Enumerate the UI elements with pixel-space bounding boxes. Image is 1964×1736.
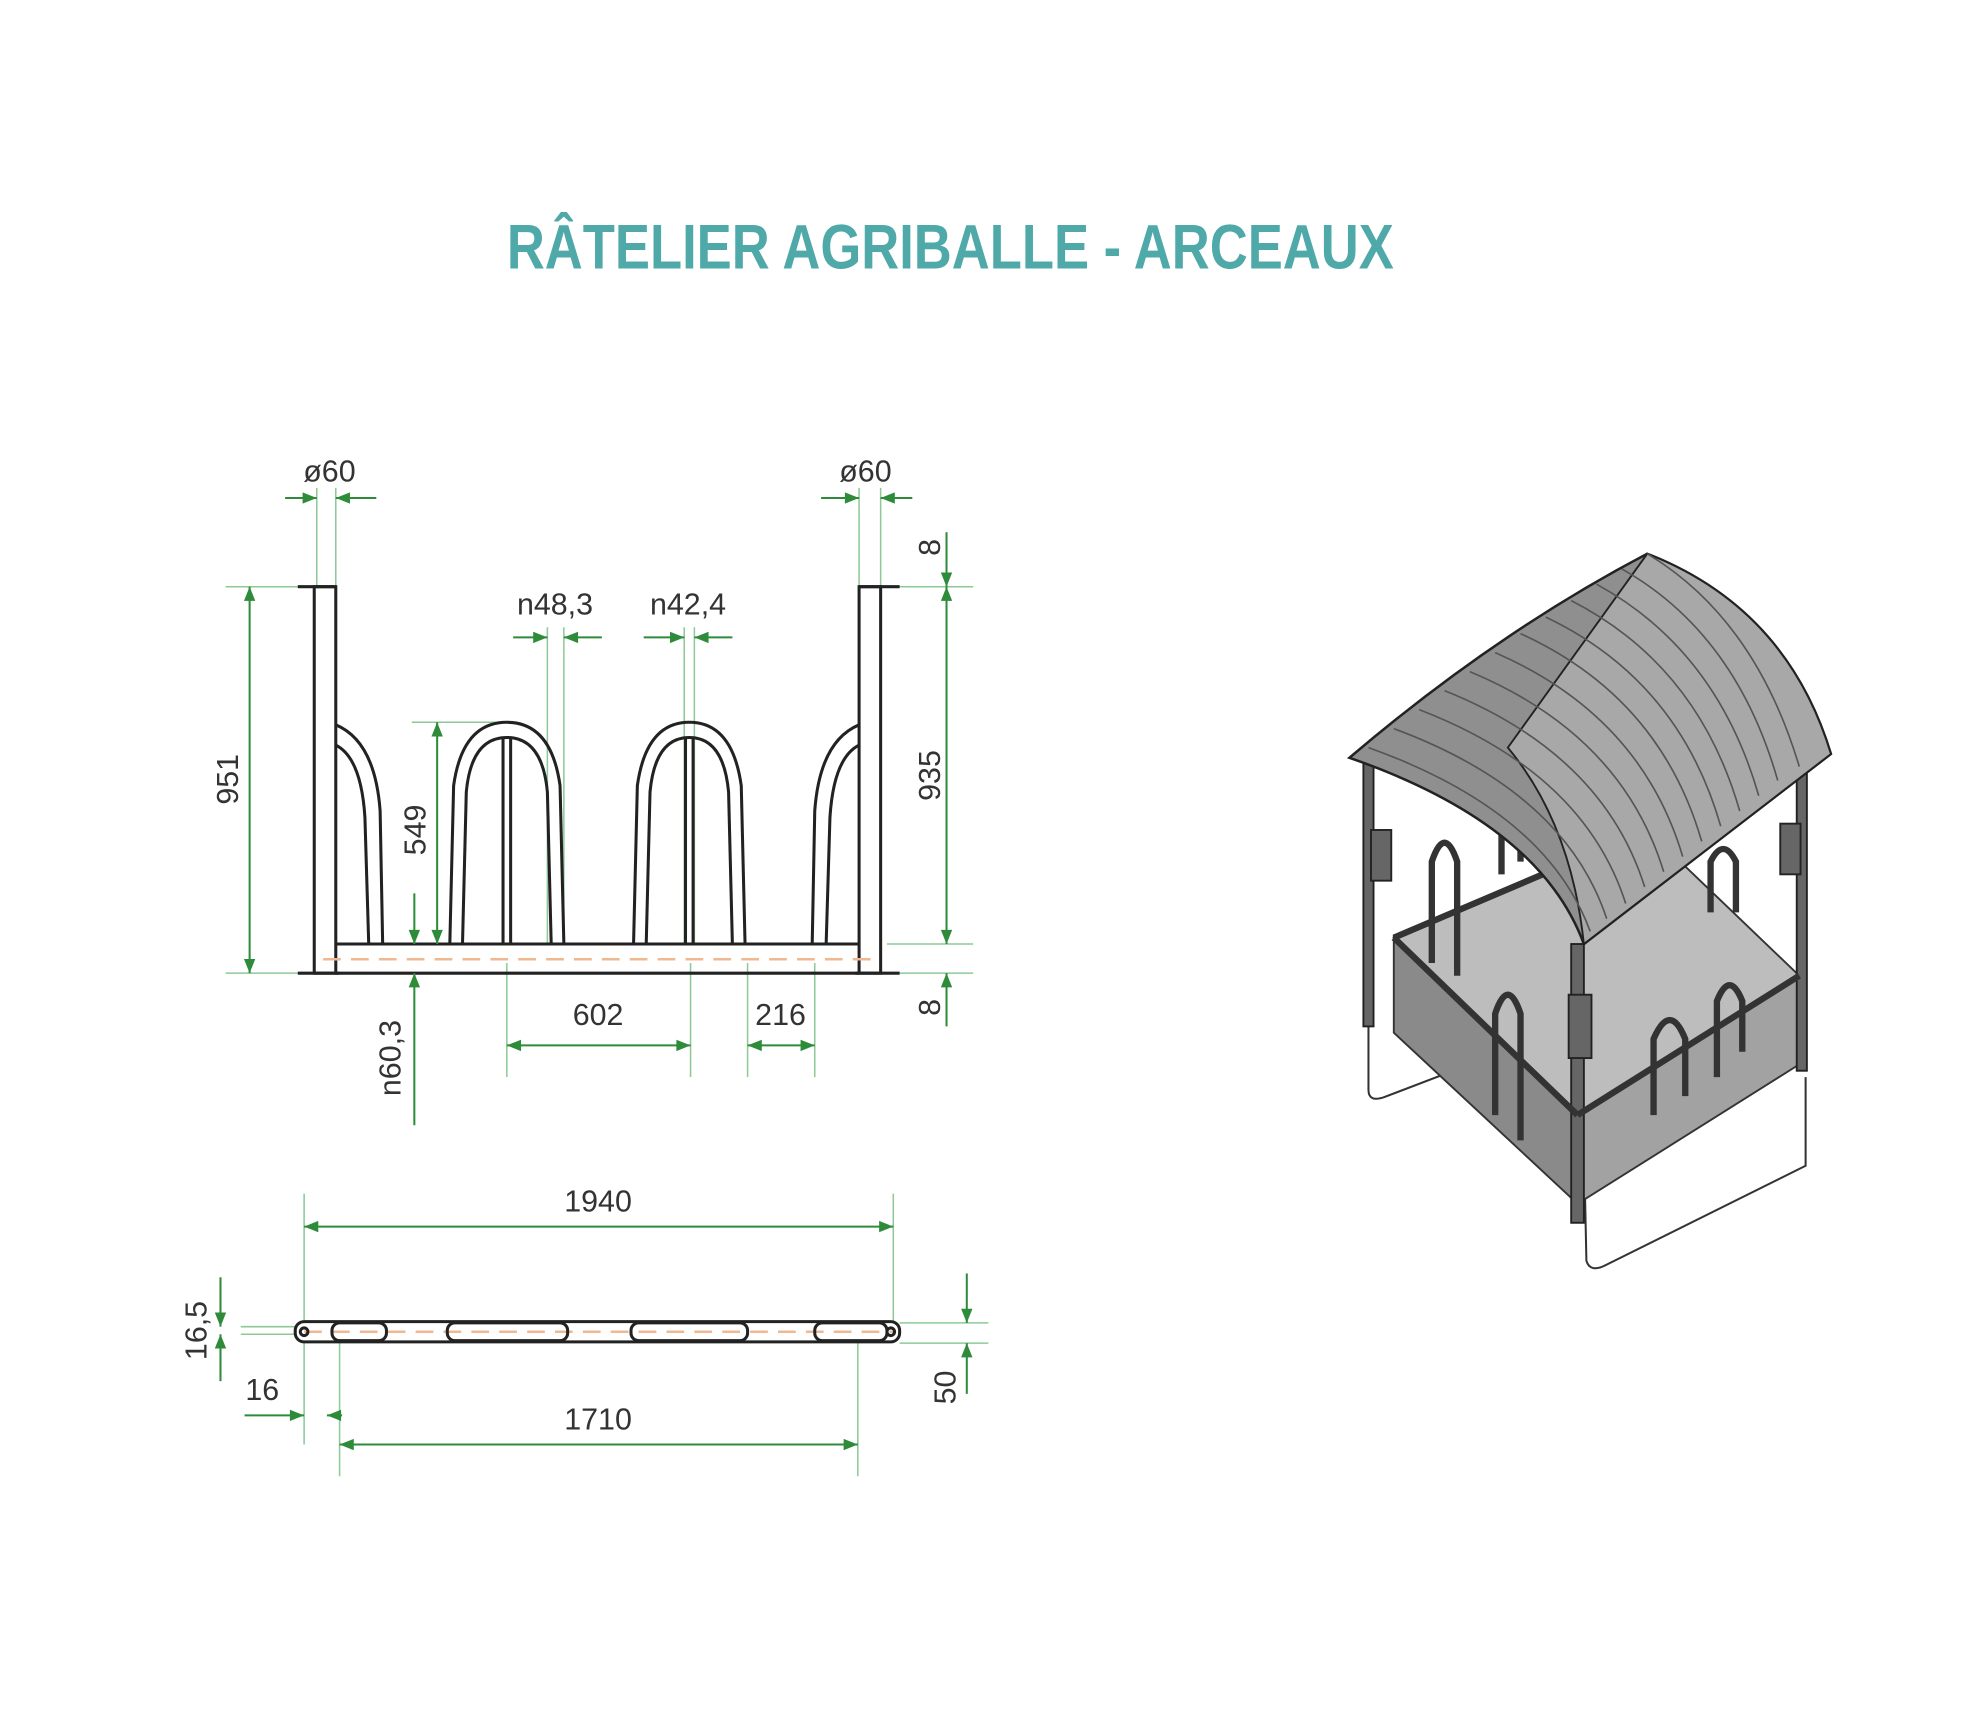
- dim-height-left: 951: [211, 754, 245, 805]
- dim-arch-dia-2: n42,4: [650, 588, 726, 622]
- dim-end-offset: 16: [245, 1373, 279, 1407]
- dim-bottom-offset: 8: [913, 999, 947, 1016]
- dim-arch-height: 549: [399, 805, 433, 856]
- dimension-lines: [243, 492, 953, 1126]
- page-title: RÂTELIER AGRIBALLE - ARCEAUX: [507, 212, 1394, 283]
- dimension-lines: [214, 1220, 973, 1451]
- elevation-view: ø60 ø60 n48,3 n42,4 951 549 n60,3 602 21…: [211, 455, 974, 1126]
- dim-rail-dia: n60,3: [373, 1020, 407, 1096]
- dim-height-right: 935: [913, 750, 947, 801]
- dim-top-offset: 8: [913, 539, 947, 556]
- rails: [323, 942, 875, 975]
- top-bar: [293, 1320, 902, 1344]
- dim-post-dia-left: ø60: [303, 455, 355, 489]
- dim-arch-dia-1: n48,3: [517, 588, 593, 622]
- arches: [335, 720, 860, 945]
- dim-depth: 50: [928, 1371, 962, 1405]
- isometric-render: [1346, 552, 1833, 1270]
- left-post: [297, 585, 340, 975]
- extension-lines: [240, 1193, 989, 1477]
- dim-arch-spacing: 602: [573, 998, 624, 1032]
- right-post: [855, 585, 900, 975]
- dim-overall-length: 1940: [564, 1184, 632, 1218]
- dim-half-arch-spacing: 216: [755, 998, 806, 1032]
- dim-post-dia-right: ø60: [839, 455, 891, 489]
- dim-thickness: 16,5: [180, 1301, 214, 1360]
- plan-view: 1940 1710 16,5 16 50: [180, 1184, 989, 1477]
- dim-inner-length: 1710: [564, 1402, 632, 1436]
